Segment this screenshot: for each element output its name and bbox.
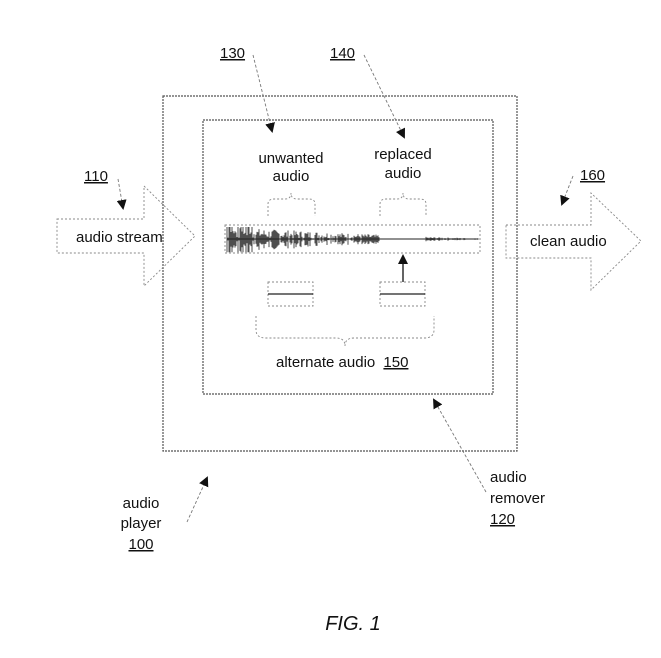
waveform-trace bbox=[226, 227, 479, 253]
leader-130 bbox=[252, 54, 275, 133]
ref-100: 100 bbox=[128, 536, 153, 553]
audio-player-label-line1: audio bbox=[123, 495, 160, 512]
audio-player-label-line2: player bbox=[121, 515, 162, 532]
ref-160: 160 bbox=[580, 167, 605, 184]
ref-150: 150 bbox=[383, 354, 408, 371]
figure-caption: FIG. 1 bbox=[325, 613, 381, 635]
audio-remover-label-line2: remover bbox=[490, 490, 545, 507]
leader-160 bbox=[560, 175, 574, 206]
alternate-audio-clip-2 bbox=[379, 281, 426, 307]
ref-120: 120 bbox=[490, 511, 515, 528]
leader-120 bbox=[433, 398, 487, 493]
alternate-audio-clip-1 bbox=[267, 281, 314, 307]
alternate-audio-brace bbox=[255, 316, 435, 347]
clean-audio-label: clean audio bbox=[530, 233, 607, 250]
audio-stream-arrow: audio stream bbox=[56, 184, 196, 288]
leader-100 bbox=[186, 476, 209, 523]
clean-audio-arrow: clean audio bbox=[505, 191, 642, 292]
audio-player-box bbox=[162, 95, 518, 452]
ref-140: 140 bbox=[330, 45, 355, 62]
leader-110 bbox=[116, 178, 127, 210]
audio-remover-label-line1: audio bbox=[490, 469, 527, 486]
replaced-audio-label-line1: replaced bbox=[374, 146, 432, 163]
waveform-box bbox=[224, 224, 481, 254]
leader-140 bbox=[363, 54, 405, 139]
alternate-audio-label: alternate audio 150 bbox=[276, 354, 408, 371]
audio-remover-box bbox=[202, 119, 494, 395]
ref-110: 110 bbox=[84, 168, 108, 185]
unwanted-audio-brace bbox=[267, 192, 316, 216]
replaced-audio-label-line2: audio bbox=[385, 165, 422, 182]
unwanted-audio-label-line1: unwanted bbox=[258, 150, 323, 167]
audio-waveform bbox=[226, 227, 479, 253]
replaced-audio-brace bbox=[379, 192, 427, 216]
unwanted-audio-label-line2: audio bbox=[273, 168, 310, 185]
audio-stream-label: audio stream bbox=[76, 229, 163, 246]
ref-130: 130 bbox=[220, 45, 245, 62]
